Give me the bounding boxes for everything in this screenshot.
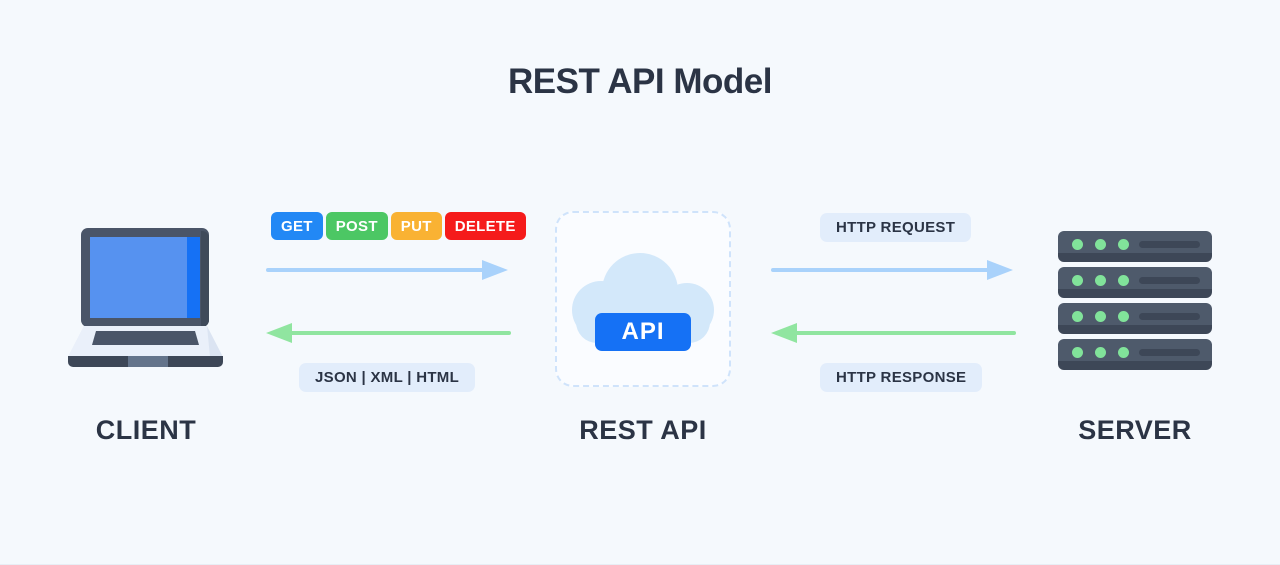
server-unit-shadow: [1058, 253, 1212, 262]
arrow-shaft: [771, 268, 989, 272]
arrow-head-right-icon: [482, 260, 508, 280]
method-badge-get[interactable]: GET: [271, 212, 323, 240]
method-badge-post[interactable]: POST: [325, 212, 388, 240]
api-badge: API: [595, 313, 691, 351]
server-led-icon: [1118, 275, 1129, 286]
http-method-badges: GET POST PUT DELETE: [271, 212, 526, 240]
method-badge-delete[interactable]: DELETE: [444, 212, 526, 240]
arrow-shaft: [795, 331, 1016, 335]
laptop-icon: [68, 228, 223, 370]
pill-http-response: HTTP RESPONSE: [820, 363, 983, 392]
pill-http-request: HTTP REQUEST: [820, 213, 972, 242]
server-slot-bar: [1139, 349, 1200, 356]
arrow-head-left-icon: [771, 323, 797, 343]
server-led-icon: [1095, 275, 1106, 286]
laptop-screen-edge: [187, 237, 200, 318]
server-led-icon: [1072, 311, 1083, 322]
laptop-keyboard: [92, 331, 199, 345]
arrow-shaft: [290, 331, 511, 335]
arrow-client-to-api: [266, 260, 508, 280]
node-label-rest-api: REST API: [579, 415, 707, 445]
arrow-api-to-server: [771, 260, 1013, 280]
server-slot-bar: [1139, 313, 1200, 320]
server-led-icon: [1095, 311, 1106, 322]
arrow-head-left-icon: [266, 323, 292, 343]
server-unit-shadow: [1058, 325, 1212, 334]
server-slot-bar: [1139, 277, 1200, 284]
server-led-icon: [1095, 239, 1106, 250]
server-led-icon: [1072, 239, 1083, 250]
server-led-icon: [1072, 347, 1083, 358]
node-label-client: CLIENT: [95, 415, 197, 445]
arrow-api-to-client: [266, 323, 511, 343]
method-badge-put[interactable]: PUT: [390, 212, 442, 240]
server-unit-shadow: [1058, 289, 1212, 298]
server-slot-bar: [1139, 241, 1200, 248]
server-led-icon: [1118, 239, 1129, 250]
arrow-server-to-api: [771, 323, 1016, 343]
pill-data-formats: JSON | XML | HTML: [299, 363, 476, 392]
server-rack-icon: [1058, 231, 1212, 372]
server-led-icon: [1072, 275, 1083, 286]
server-led-icon: [1118, 347, 1129, 358]
laptop-trackpad-notch: [128, 356, 168, 367]
server-unit-shadow: [1058, 361, 1212, 370]
laptop-screen: [90, 237, 200, 318]
server-led-icon: [1095, 347, 1106, 358]
node-label-server: SERVER: [1078, 415, 1192, 445]
page-title: REST API Model: [508, 62, 772, 101]
arrow-shaft: [266, 268, 484, 272]
arrow-head-right-icon: [987, 260, 1013, 280]
server-led-icon: [1118, 311, 1129, 322]
laptop-lid-edge: [201, 231, 209, 327]
